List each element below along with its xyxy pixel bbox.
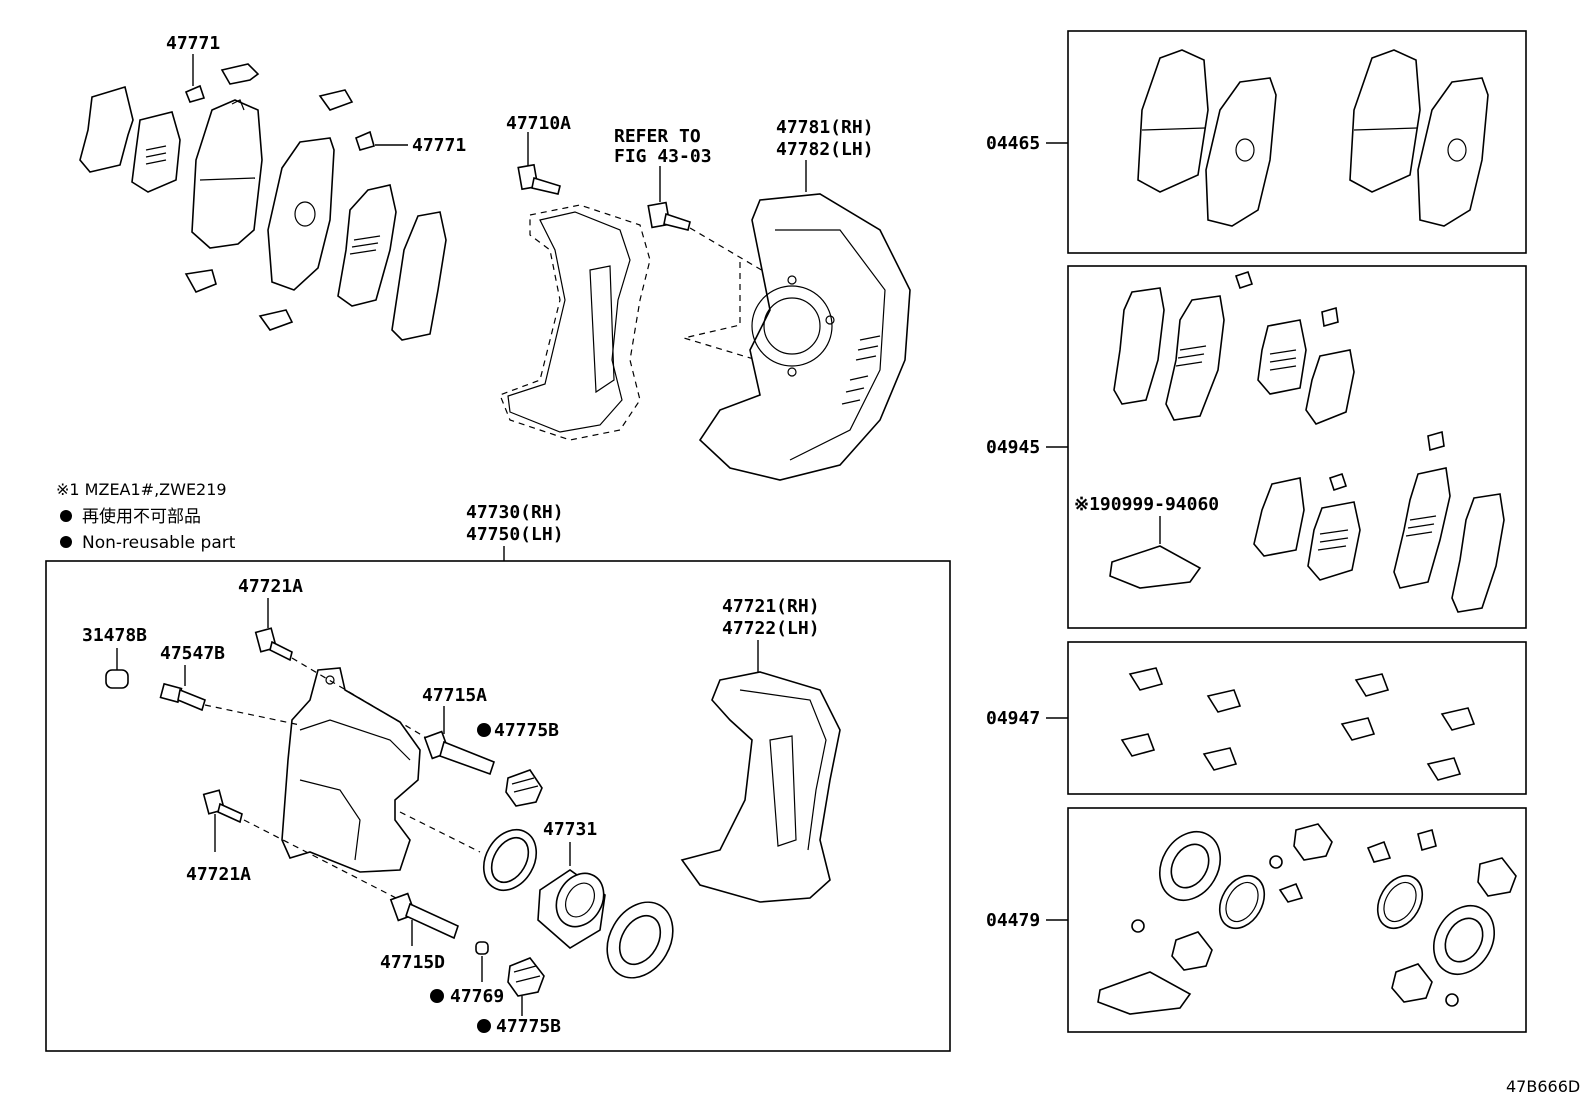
- slide-bushing-bottom: [507, 957, 545, 997]
- pad-kit-04465-pads: [1137, 49, 1489, 227]
- label-04945: 04945: [986, 437, 1040, 458]
- label-04479: 04479: [986, 910, 1040, 931]
- clip-kit-04947-clips: [1120, 667, 1476, 781]
- non-reusable-dot-47769: [430, 989, 444, 1003]
- caliper-assembly-box: [45, 560, 951, 1052]
- disc-brake-dust-cover: [698, 193, 911, 481]
- bushing-small: [475, 941, 489, 955]
- refer-bolt: [647, 201, 691, 231]
- kit-box-04465: [1067, 30, 1527, 254]
- label-47715d: 47715D: [380, 952, 445, 973]
- label-47730-rh: 47730(RH): [466, 502, 564, 523]
- label-47771-mid: 47771: [412, 135, 466, 156]
- grease-packet-04945: [1109, 545, 1202, 589]
- slide-pin-a: [423, 730, 495, 776]
- label-47775b-bottom: 47775B: [496, 1016, 561, 1037]
- label-47775b-top: 47775B: [494, 720, 559, 741]
- label-fig-43-03: FIG 43-03: [614, 146, 712, 167]
- slide-bushing-top: [505, 769, 543, 807]
- label-31478b: 31478B: [82, 625, 147, 646]
- label-47721rh: 47721(RH): [722, 596, 820, 617]
- label-47771-top: 47771: [166, 33, 220, 54]
- cylinder-boot: [606, 901, 674, 979]
- label-47769: 47769: [450, 986, 504, 1007]
- label-refer-to: REFER TO: [614, 126, 701, 147]
- label-47710a: 47710A: [506, 113, 571, 134]
- label-190999-94060: ※190999-94060: [1074, 494, 1219, 515]
- label-47731: 47731: [543, 819, 597, 840]
- caliper-mounting-bracket-2: [680, 671, 841, 903]
- non-reusable-dot-1: [60, 510, 72, 522]
- non-reusable-dot-47775b-top: [477, 723, 491, 737]
- note-non-reusable-jp: 再使用不可部品: [82, 506, 201, 527]
- shim-outer-left: [79, 85, 134, 173]
- grease-packet-04479: [1097, 971, 1192, 1015]
- label-47715a: 47715A: [422, 685, 487, 706]
- caliper-piston: [537, 869, 606, 949]
- caliper-body: [281, 667, 421, 873]
- wear-indicator-top: [184, 84, 206, 103]
- diagram-code: 47B666D: [1506, 1077, 1580, 1096]
- shim-kit-04945-parts: [1113, 270, 1505, 613]
- label-04465: 04465: [986, 133, 1040, 154]
- label-47750-lh: 47750(LH): [466, 524, 564, 545]
- pad-clip-lower-left: [184, 269, 217, 294]
- label-04947: 04947: [986, 708, 1040, 729]
- bracket-bolt: [517, 163, 561, 195]
- piston-seal: [482, 829, 538, 891]
- bleeder-bolt-top: [254, 627, 293, 662]
- shim-with-slots: [131, 111, 181, 193]
- shim-inner-1: [337, 184, 397, 307]
- bleeder-bolt-bottom: [202, 789, 243, 824]
- brake-pad-outer: [191, 99, 263, 249]
- seal-kit-04479-parts: [1131, 823, 1517, 1007]
- label-47782-lh: 47782(LH): [776, 139, 874, 160]
- note-non-reusable-en: Non-reusable part: [82, 533, 236, 553]
- shim-inner-2: [391, 211, 447, 341]
- label-47722lh: 47722(LH): [722, 618, 820, 639]
- bleeder-cap: [105, 669, 129, 689]
- caliper-mounting-bracket: [499, 204, 651, 441]
- label-47721a-top: 47721A: [238, 576, 303, 597]
- slide-pin-d: [389, 892, 459, 940]
- bleeder-plug: [159, 682, 206, 712]
- wear-indicator-mid: [355, 130, 375, 151]
- brake-pad-inner: [267, 137, 335, 291]
- label-47721a-bottom: 47721A: [186, 864, 251, 885]
- non-reusable-dot-47775b-bottom: [477, 1019, 491, 1033]
- pad-exploded-group: [79, 54, 447, 341]
- pad-clip-top: [220, 63, 260, 85]
- pad-clip-lower-right: [258, 309, 294, 331]
- non-reusable-dot-2: [60, 536, 72, 548]
- label-47547b: 47547B: [160, 643, 225, 664]
- note-model: ※1 MZEA1#,ZWE219: [56, 480, 227, 499]
- label-47781-rh: 47781(RH): [776, 117, 874, 138]
- pad-clip-mid: [318, 89, 354, 111]
